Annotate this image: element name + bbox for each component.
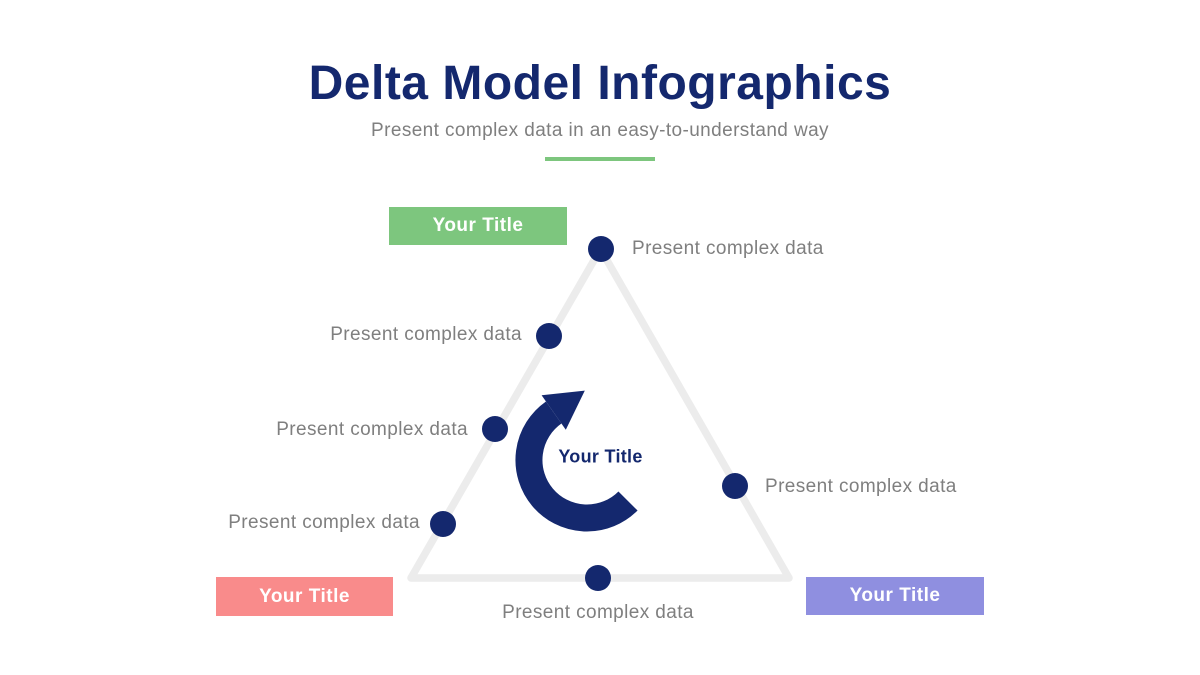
title-box-bottom-left[interactable]: Your Title (216, 577, 393, 616)
title-box-top-left[interactable]: Your Title (389, 207, 567, 245)
point-label-apex: Present complex data (632, 238, 824, 259)
point-dot-left-middle (482, 416, 508, 442)
page-subtitle: Present complex data in an easy-to-under… (371, 120, 829, 141)
center-title[interactable]: Your Title (558, 446, 643, 467)
point-label-left-upper: Present complex data (330, 324, 522, 345)
point-dot-bottom (585, 565, 611, 591)
circular-arrow-icon (515, 390, 638, 532)
title-divider (545, 157, 655, 161)
point-dot-apex (588, 236, 614, 262)
point-label-right: Present complex data (765, 476, 957, 497)
point-dot-left-upper (536, 323, 562, 349)
point-dot-right (722, 473, 748, 499)
page-title: Delta Model Infographics (308, 57, 892, 110)
point-dot-left-lower (430, 511, 456, 537)
point-label-left-lower: Present complex data (228, 512, 420, 533)
title-box-bottom-right[interactable]: Your Title (806, 577, 984, 615)
point-label-bottom: Present complex data (502, 602, 694, 623)
point-label-left-middle: Present complex data (276, 419, 468, 440)
